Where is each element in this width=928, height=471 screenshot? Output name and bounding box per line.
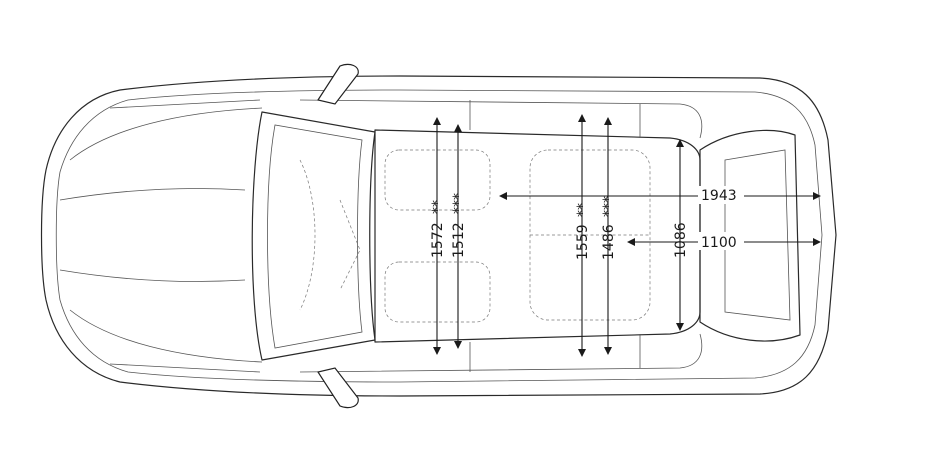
dim-label-rear-opening: 1086 (673, 222, 689, 258)
right-mirror (317, 367, 359, 409)
dim-label-front-hip: 1512 (451, 222, 467, 258)
left-mirror (317, 63, 359, 105)
dim-label-rear-width-top: 1943 (701, 188, 737, 204)
dim-bg-rear-width-top (698, 186, 744, 204)
dim-bg-rear-width-low (698, 232, 744, 250)
dim-marker-front-hip: *** (451, 193, 467, 214)
dim-label-front-shoulder: 1572 (430, 222, 446, 258)
dim-marker-front-shoulder: ** (430, 200, 446, 214)
interior-seats (299, 149, 651, 323)
hood (59, 99, 263, 373)
windshield (251, 111, 376, 361)
dim-label-rear-hip: 1486 (601, 224, 617, 260)
rear-window (699, 129, 801, 342)
dim-label-rear-shoulder: 1559 (575, 224, 591, 260)
cabin (299, 99, 703, 373)
dim-label-rear-width-low: 1100 (701, 235, 737, 251)
car-body (40, 75, 837, 397)
dim-marker-rear-shoulder: ** (575, 203, 591, 217)
dim-marker-rear-hip: *** (601, 196, 617, 217)
